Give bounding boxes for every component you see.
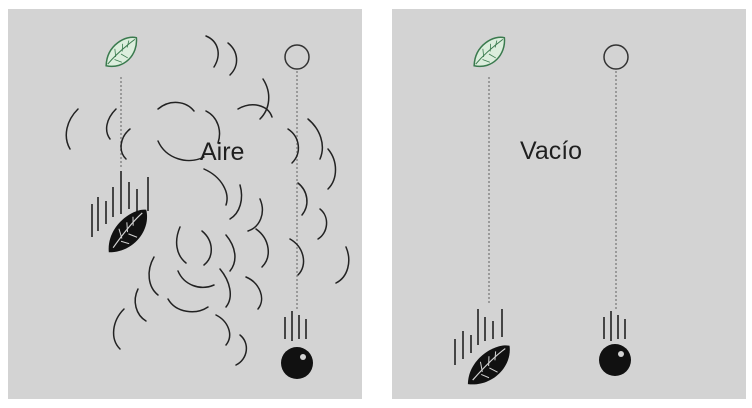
air-diagram (8, 9, 362, 399)
air-swirls (66, 36, 348, 365)
ball-speed-lines (285, 311, 306, 341)
falling-leaf-icon (459, 342, 519, 388)
vacuum-panel: Vacío (392, 9, 746, 399)
vacuum-diagram (392, 9, 746, 399)
leaf-icon (100, 35, 144, 70)
ball-speed-lines (604, 311, 625, 341)
leaf-icon (468, 35, 512, 70)
falling-ball-icon (281, 347, 313, 379)
ball-icon (604, 45, 628, 69)
falling-ball-icon (599, 344, 631, 376)
ball-icon (285, 45, 309, 69)
air-label: Aire (200, 138, 244, 167)
vacuum-label: Vacío (520, 137, 582, 166)
air-panel: Aire (8, 9, 362, 399)
